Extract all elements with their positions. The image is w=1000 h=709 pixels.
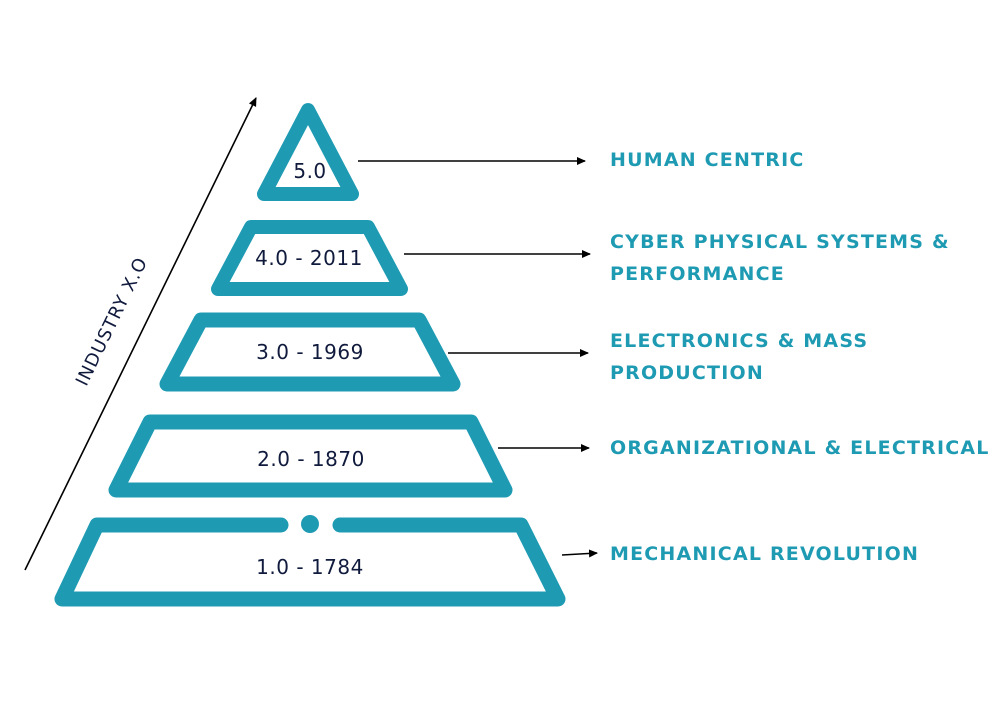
tier-5-triangle xyxy=(257,103,359,201)
tier-1-arrow xyxy=(561,549,598,558)
tier-1: 1.0 - 1784 xyxy=(54,515,566,607)
tier-2-trapezoid xyxy=(108,414,513,498)
tier-5-description: HUMAN CENTRIC xyxy=(610,149,805,171)
tier-5-label: 5.0 xyxy=(293,159,326,183)
tier-4: 4.0 - 2011 xyxy=(211,220,408,296)
tier-2-description-line-1: ORGANIZATIONAL & ELECTRICAL xyxy=(610,437,990,459)
axis-label: INDUSTRY X.O xyxy=(72,254,152,390)
axis-arrow xyxy=(24,97,257,571)
tier-3-description: ELECTRONICS & MASS PRODUCTION xyxy=(610,330,876,384)
tier-2: 2.0 - 1870 xyxy=(108,414,513,498)
tier-3-description-line-2: PRODUCTION xyxy=(610,362,764,384)
tier-3-label: 3.0 - 1969 xyxy=(256,340,364,364)
tier-1-label: 1.0 - 1784 xyxy=(256,555,364,579)
tier-1-trapezoid xyxy=(54,517,566,607)
tier-4-description-line-2: PERFORMANCE xyxy=(610,263,785,285)
tier-5-description-line-1: HUMAN CENTRIC xyxy=(610,149,805,171)
tier-4-description: CYBER PHYSICAL SYSTEMS & PERFORMANCE xyxy=(610,231,958,285)
tier-4-description-line-1: CYBER PHYSICAL SYSTEMS & xyxy=(610,231,950,253)
tier-2-label: 2.0 - 1870 xyxy=(257,447,365,471)
tier-4-trapezoid xyxy=(211,220,408,296)
tier-3: 3.0 - 1969 xyxy=(159,312,461,392)
tier-1-description-line-1: MECHANICAL REVOLUTION xyxy=(610,543,919,565)
tier-1-description: MECHANICAL REVOLUTION xyxy=(610,543,919,565)
tier-3-trapezoid xyxy=(159,312,461,392)
tier-3-description-line-1: ELECTRONICS & MASS xyxy=(610,330,868,352)
tier-4-label: 4.0 - 2011 xyxy=(255,246,363,270)
tier-5: 5.0 xyxy=(257,103,359,201)
tier-1-dot xyxy=(301,515,319,533)
tier-2-description: ORGANIZATIONAL & ELECTRICAL xyxy=(610,437,990,459)
